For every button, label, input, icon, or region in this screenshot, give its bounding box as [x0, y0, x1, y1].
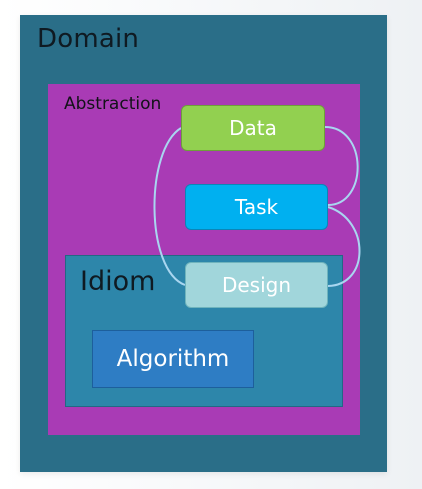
data-node: Data	[181, 105, 325, 151]
algorithm-node: Algorithm	[92, 330, 254, 388]
task-node: Task	[185, 184, 328, 230]
idiom-label: Idiom	[80, 266, 156, 297]
design-node: Design	[185, 262, 328, 308]
abstraction-label: Abstraction	[64, 94, 162, 114]
domain-label: Domain	[37, 24, 140, 54]
